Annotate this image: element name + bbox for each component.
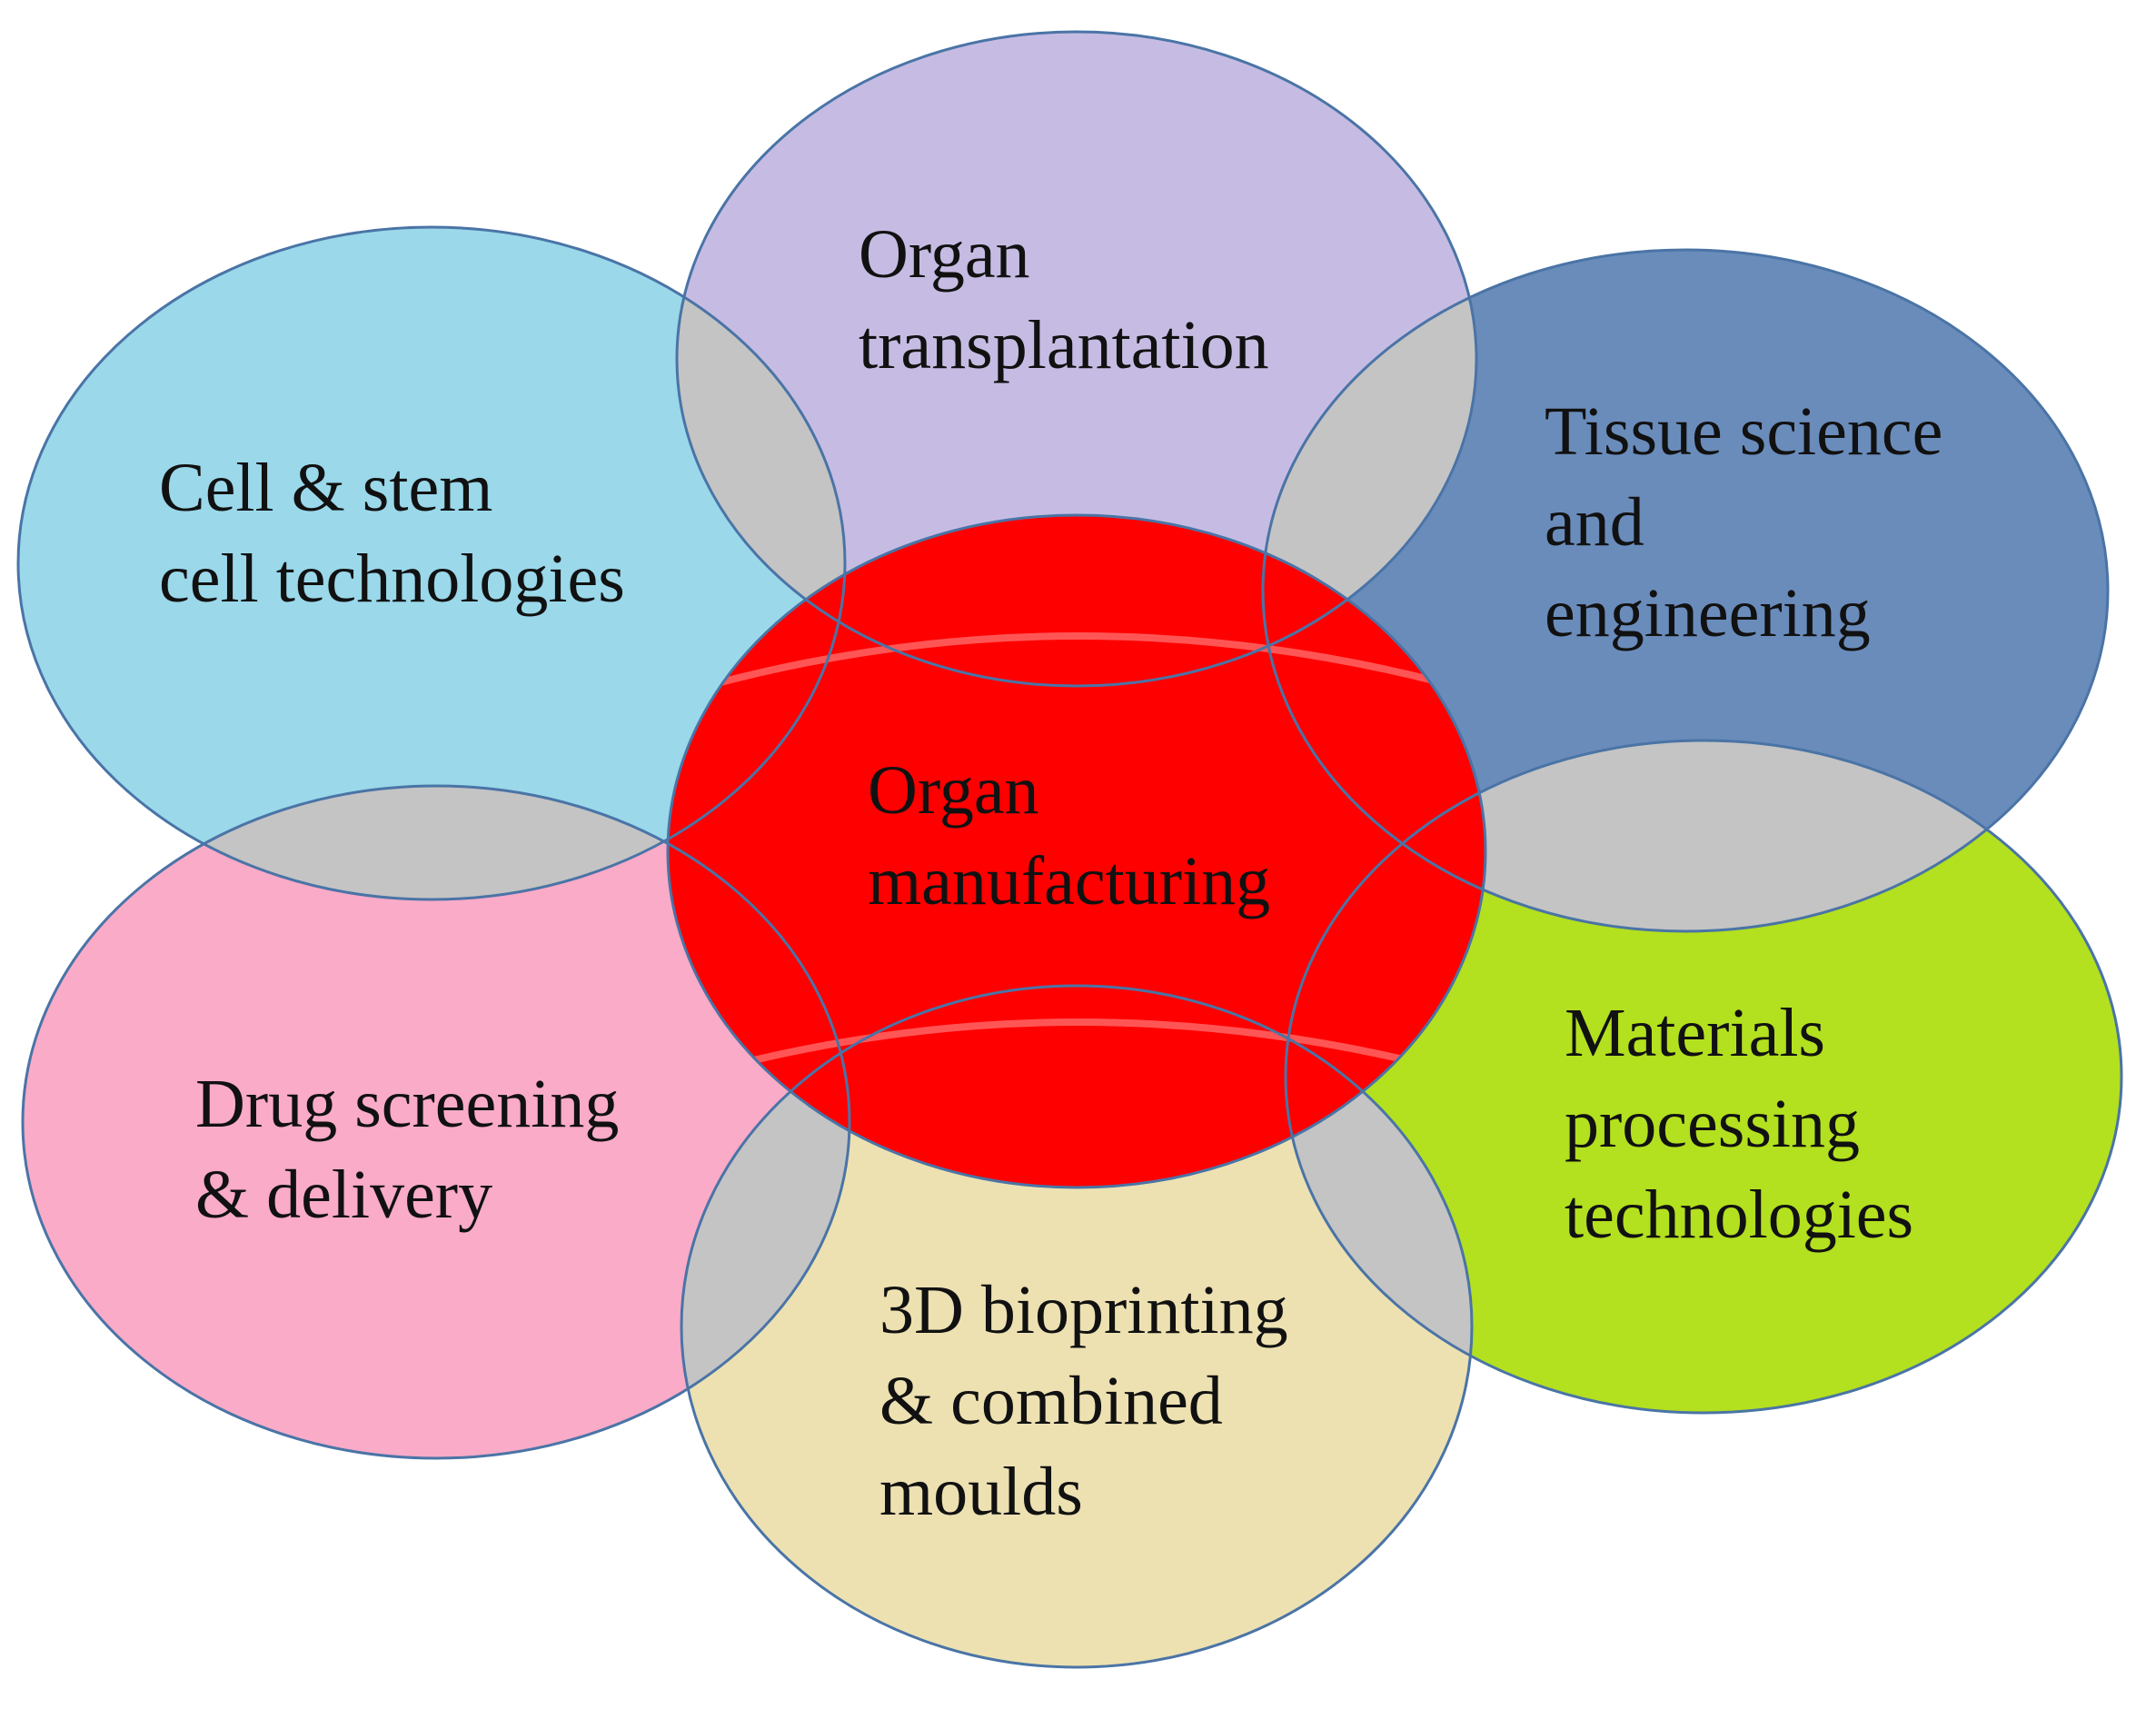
label-bioprinting: 3D bioprinting & combined moulds [879, 1272, 1306, 1530]
ellipse-outlines [16, 30, 2123, 1669]
label-line: moulds [879, 1454, 1083, 1530]
center-highlights [689, 632, 1474, 1080]
label-line: and [1545, 484, 1644, 561]
petal-cell-stem-cell [18, 227, 845, 899]
label-organ-transplantation: Organ transplantation [859, 216, 1269, 383]
center-organ-manufacturing [668, 515, 1485, 1187]
outline-bioprinting [680, 984, 1474, 1669]
outline-materials-processing [1284, 739, 2123, 1415]
label-line: & combined [879, 1363, 1223, 1439]
label-line: Tissue science [1545, 393, 1942, 470]
label-line: processing [1565, 1086, 1860, 1162]
petal-drug-screening [23, 786, 849, 1458]
label-line: cell technologies [159, 541, 625, 617]
label-line: Materials [1565, 995, 1825, 1071]
label-line: Organ [868, 752, 1039, 829]
label-line: Cell & stem [159, 450, 492, 526]
label-line: & delivery [195, 1157, 492, 1233]
outline-center [666, 513, 1487, 1189]
outline-organ-transplantation [675, 30, 1478, 688]
label-line: Organ [859, 216, 1030, 293]
label-line: engineering [1545, 575, 1871, 651]
label-materials-processing: Materials processing technologies [1565, 995, 1913, 1253]
label-line: Drug screening [195, 1066, 619, 1142]
label-drug-screening: Drug screening & delivery [195, 1066, 636, 1233]
outline-cell-stem-cell [16, 225, 847, 901]
label-tissue-science: Tissue science and engineering [1545, 393, 1960, 651]
label-line: transplantation [859, 307, 1269, 383]
label-organ-manufacturing: Organ manufacturing [868, 752, 1270, 919]
label-line: 3D bioprinting [879, 1272, 1288, 1348]
petal-materials-processing [1286, 740, 2121, 1413]
outline-drug-screening [21, 784, 851, 1460]
labels: Cell & stem cell technologies Organ tran… [159, 216, 1960, 1530]
outline-tissue-science [1261, 248, 2110, 933]
overlap-transplant-tissue [1263, 250, 1476, 686]
label-cell-stem-cell: Cell & stem cell technologies [159, 450, 625, 617]
label-line: manufacturing [868, 843, 1270, 919]
petal-bioprinting [681, 986, 1472, 1667]
petal-tissue-science [1263, 250, 2108, 931]
label-line: technologies [1565, 1177, 1913, 1253]
